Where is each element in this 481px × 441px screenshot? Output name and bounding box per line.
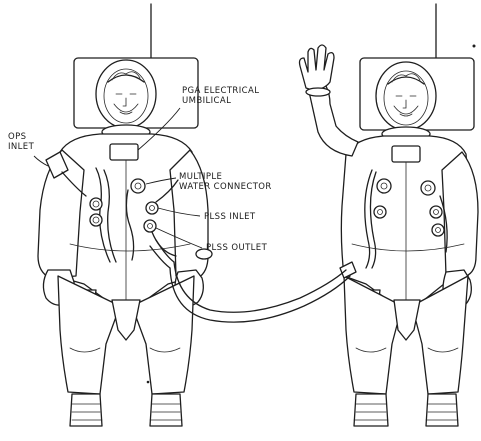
plss-inlet-text: PLSS INLET <box>204 212 256 222</box>
ops-inlet-label-line2: INLET <box>8 142 34 152</box>
pga-label-line2: UMBILICAL <box>182 96 259 106</box>
astronaut-right <box>300 4 479 426</box>
multiple-water-connector-label: MULTIPLE WATER CONNECTOR <box>179 172 272 192</box>
mwc-label-line2: WATER CONNECTOR <box>179 182 272 192</box>
ops-inlet-label-line1: OPS <box>8 132 34 142</box>
astronaut-left <box>38 4 212 426</box>
mwc-label-line1: MULTIPLE <box>179 172 272 182</box>
pga-label-line1: PGA ELECTRICAL <box>182 86 259 96</box>
ops-inlet-label: OPS INLET <box>8 132 34 152</box>
pga-electrical-umbilical-label: PGA ELECTRICAL UMBILICAL <box>182 86 259 106</box>
plss-outlet-label: PLSS OUTLET <box>206 243 267 253</box>
plss-inlet-label: PLSS INLET <box>204 212 256 222</box>
plss-outlet-text: PLSS OUTLET <box>206 243 267 253</box>
